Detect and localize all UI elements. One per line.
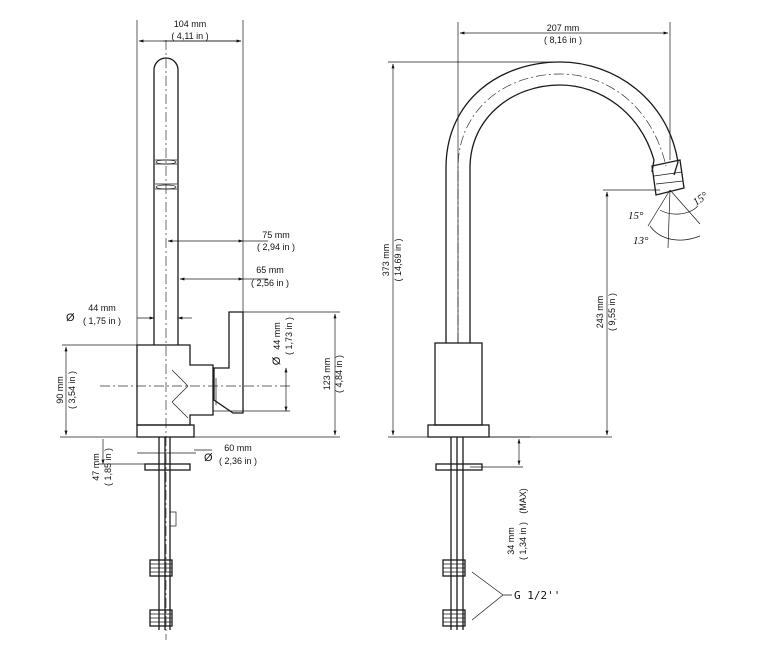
mounting-washer [144,463,191,471]
spout-height-in: ( 9,55 in ) [607,293,617,331]
base-diameter-symbol: Ø [204,452,213,464]
base-diameter-mm: 60 mm [224,443,252,453]
spout-height-mm: 243 mm [595,296,605,329]
front-view: 207 mm ( 8,16 in ) 373 mm ( 14,69 in ) 2… [381,22,711,630]
side-view: 104 mm ( 4,11 in ) 75 mm ( 2,94 in ) 65 … [55,19,344,640]
angle-upper-label: 15° [691,189,711,208]
reach-mm: 207 mm [547,23,580,33]
spout-diameter-symbol: Ø [66,312,75,324]
lever-diameter-in: ( 1,73 in ) [284,317,294,355]
top-width-mm: 104 mm [174,19,207,29]
angle-lower-label: 13° [633,235,649,247]
reach-in: ( 8,16 in ) [544,35,582,45]
lever-diameter-symbol: Ø [271,356,283,365]
total-height-in: ( 14,69 in ) [393,238,403,281]
spout-head [651,159,685,196]
lever-diameter-mm: 44 mm [272,322,282,350]
spout-diameter-in: ( 1,75 in ) [83,316,121,326]
lever-height-in: ( 4,84 in ) [334,355,344,393]
shank-length-mm: 47 mm [91,453,101,481]
front-body [434,342,483,426]
counter-thickness-in: ( 1,34 in ) [518,522,528,560]
faucet-body [136,344,214,426]
lever-reach-in: ( 2,56 in ) [251,278,289,288]
spout-diameter-mm: 44 mm [88,303,116,313]
gooseneck-spout [445,61,679,343]
angle-left-label: 15° [628,210,644,222]
hose-fitting [149,559,173,627]
lever-reach-mm: 65 mm [256,265,284,275]
shank-length-in: ( 1,85 in ) [103,448,113,486]
hose-fitting-front [442,559,466,627]
counter-thickness-mm: 34 mm [506,527,516,555]
body-height-in: ( 3,54 in ) [67,371,77,409]
thread-label: G 1/2'' [514,589,560,602]
spout-reach-mm: 75 mm [262,230,290,240]
base-diameter-in: ( 2,36 in ) [219,456,257,466]
lever-height-mm: 123 mm [322,358,332,391]
mixer-lever [213,311,244,414]
counter-thickness-note: (MAX) [518,488,528,514]
top-width-in: ( 4,11 in ) [171,31,208,41]
body-height-mm: 90 mm [55,376,65,404]
total-height-mm: 373 mm [381,244,391,277]
spout-reach-in: ( 2,94 in ) [257,242,295,252]
